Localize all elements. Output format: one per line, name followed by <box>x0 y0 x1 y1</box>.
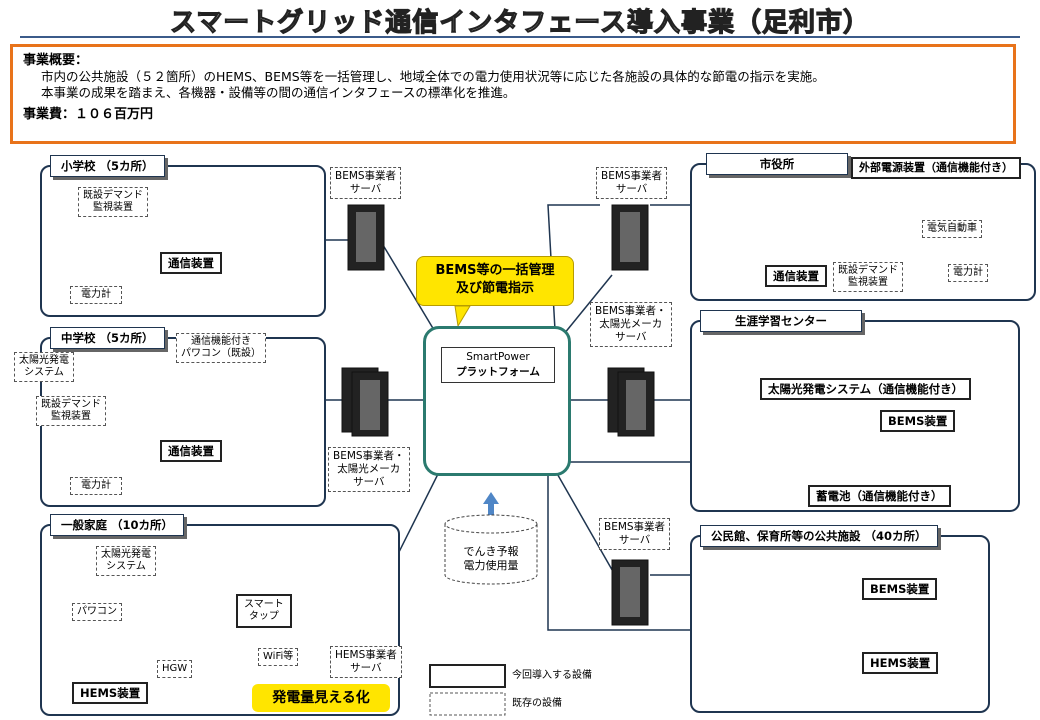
platform-sub: プラットフォーム <box>456 366 540 378</box>
server-label-elementary: BEMS事業者 サーバ <box>330 167 402 199</box>
junior-pc-label: 通信機能付き パワコン（既設） <box>176 333 266 363</box>
server-label-junior-line3: サーバ <box>353 476 385 488</box>
public-hems-device: HEMS装置 <box>862 652 939 674</box>
home-solar-line1: 太陽光発電 <box>101 549 151 560</box>
server-label-pub-line1: BEMS事業者 <box>604 521 666 533</box>
generation-visualization-badge: 発電量見える化 <box>252 684 390 712</box>
summary-line-2: 本事業の成果を踏まえ、各機器・設備等の間の通信インタフェースの標準化を推進。 <box>41 85 516 100</box>
server-label-home-line2: サーバ <box>350 662 382 674</box>
cityhall-ev: 電気自動車 <box>922 220 982 238</box>
forecast-line1: でんき予報 <box>463 545 519 558</box>
cityhall-meter: 電力計 <box>948 264 988 282</box>
title-underline <box>20 36 1020 38</box>
cityhall-demand-line2: 監視装置 <box>848 277 888 288</box>
smartpower-platform: SmartPower プラットフォーム <box>423 326 571 476</box>
summary-label: 事業概要： <box>23 53 89 68</box>
elem-demand-line2: 監視装置 <box>93 202 133 213</box>
panel-cityhall-title: 市役所 <box>706 153 848 175</box>
forecast-line2: 電力使用量 <box>463 559 519 572</box>
summary-box: 事業概要： 市内の公共施設（５２箇所）のHEMS、BEMS等を一括管理し、地域全… <box>10 44 1016 144</box>
home-tap-line1: スマート <box>244 599 284 610</box>
server-label-junior-line1: BEMS事業者・ <box>333 450 405 462</box>
platform-name: SmartPower <box>466 351 530 363</box>
lifelong-solar-system: 太陽光発電システム（通信機能付き） <box>760 378 972 400</box>
home-solar-label: 太陽光発電 システム <box>96 546 156 576</box>
panel-lifelong <box>690 320 1020 512</box>
forecast-label: でんき予報 電力使用量 <box>452 545 530 573</box>
public-bems-device: BEMS装置 <box>862 578 938 600</box>
home-hgw: HGW <box>157 660 193 678</box>
panel-elementary-title: 小学校 （5カ所） <box>50 155 165 177</box>
cityhall-demand-label: 既設デマンド 監視装置 <box>833 262 903 292</box>
junior-solar-line1: 太陽光発電 <box>19 355 69 366</box>
server-label-city-line1: BEMS事業者 <box>601 170 663 182</box>
elem-demand-line1: 既設デマンド <box>83 190 143 201</box>
summary-line-1: 市内の公共施設（５２箇所）のHEMS、BEMS等を一括管理し、地域全体での電力使… <box>41 69 825 84</box>
junior-demand-line1: 既設デマンド <box>41 399 101 410</box>
elem-demand-label: 既設デマンド 監視装置 <box>78 187 148 217</box>
panel-home-title: 一般家庭 （10カ所） <box>50 514 185 536</box>
server-label-public: BEMS事業者 サーバ <box>599 518 671 550</box>
junior-solar-line2: システム <box>24 367 64 378</box>
summary-cost: 事業費：１０６百万円 <box>23 107 154 122</box>
platform-label: SmartPower プラットフォーム <box>441 347 555 383</box>
lifelong-battery: 蓄電池（通信機能付き） <box>808 485 951 507</box>
callout-line2: 及び節電指示 <box>455 281 534 296</box>
elem-meter: 電力計 <box>70 286 122 304</box>
junior-demand-line2: 監視装置 <box>51 411 91 422</box>
server-label-elem-line1: BEMS事業者 <box>335 170 397 182</box>
legend-new-label: 今回導入する設備 <box>512 670 592 681</box>
cityhall-demand-line1: 既設デマンド <box>838 265 898 276</box>
panel-lifelong-title: 生涯学習センター <box>700 310 862 332</box>
home-pc-label: パワコン <box>72 603 122 621</box>
page-title: スマートグリッド通信インタフェース導入事業（足利市） <box>169 7 870 38</box>
server-label-elem-line2: サーバ <box>349 183 382 195</box>
server-label-life-line2: 太陽光メーカ <box>599 318 663 330</box>
management-callout: BEMS等の一括管理 及び節電指示 <box>416 256 574 306</box>
server-label-cityhall: BEMS事業者 サーバ <box>596 167 668 199</box>
home-tap: スマート タップ <box>236 594 292 628</box>
panel-public <box>690 535 990 713</box>
junior-pc-line2: パワコン（既設） <box>181 348 261 359</box>
server-label-home: HEMS事業者 サーバ <box>330 646 402 678</box>
junior-demand-label: 既設デマンド 監視装置 <box>36 396 106 426</box>
cityhall-comm-device: 通信装置 <box>765 265 827 287</box>
server-label-lifelong: BEMS事業者・ 太陽光メーカ サーバ <box>590 302 672 347</box>
junior-meter: 電力計 <box>70 477 122 495</box>
server-label-home-line1: HEMS事業者 <box>335 649 397 661</box>
home-solar-line2: システム <box>106 561 146 572</box>
panel-public-title: 公民館、保育所等の公共施設 （40カ所） <box>700 525 938 547</box>
server-label-city-line2: サーバ <box>615 183 648 195</box>
junior-pc-line1: 通信機能付き <box>191 336 251 347</box>
server-label-life-line1: BEMS事業者・ <box>595 305 667 317</box>
cityhall-ext-power: 外部電源装置（通信機能付き） <box>851 157 1021 179</box>
server-label-junior: BEMS事業者・ 太陽光メーカ サーバ <box>328 447 410 492</box>
elem-comm-device: 通信装置 <box>160 252 222 274</box>
home-hems-device: HEMS装置 <box>72 682 149 704</box>
legend-existing-label: 既存の設備 <box>512 698 562 709</box>
server-label-junior-line2: 太陽光メーカ <box>337 463 401 475</box>
junior-solar-label: 太陽光発電 システム <box>14 352 74 382</box>
server-label-life-line3: サーバ <box>615 331 647 343</box>
lifelong-bems-device: BEMS装置 <box>880 410 956 432</box>
junior-comm-device: 通信装置 <box>160 440 222 462</box>
home-wifi: WiFi等 <box>258 648 299 666</box>
panel-junior-title: 中学校 （5カ所） <box>50 327 165 349</box>
home-tap-line2: タップ <box>248 611 279 622</box>
server-label-pub-line2: サーバ <box>618 534 651 546</box>
callout-line1: BEMS等の一括管理 <box>435 263 555 278</box>
